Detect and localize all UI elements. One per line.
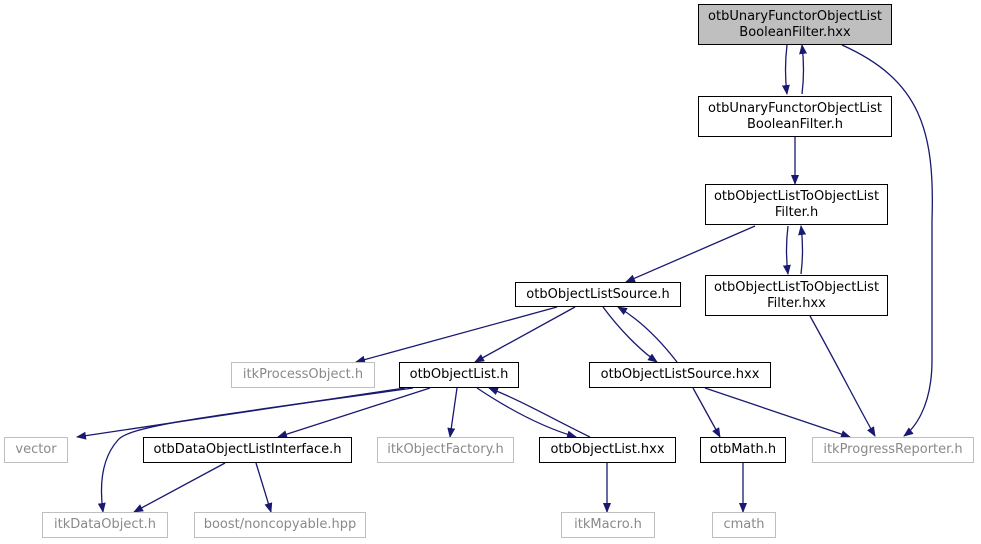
node-otb-math-h[interactable]: otbMath.h	[700, 437, 786, 463]
node-data-object-list-interface-h[interactable]: otbDataObjectListInterface.h	[143, 437, 352, 463]
node-unary-functor-boolean-filter-hxx[interactable]: otbUnaryFunctorObjectList BooleanFilter.…	[698, 4, 892, 45]
edge-l2l-hxx-to-progress	[809, 315, 876, 437]
node-cmath[interactable]: cmath	[712, 512, 776, 538]
edge-source-h-to-objlist-h	[474, 306, 576, 363]
edge-objlist-h-to-dataobj-iface	[277, 387, 431, 439]
node-unary-functor-boolean-filter-h[interactable]: otbUnaryFunctorObjectList BooleanFilter.…	[698, 96, 892, 137]
edge-l2l-h-to-source-h	[625, 225, 756, 283]
node-boost-noncopyable-hpp[interactable]: boost/noncopyable.hpp	[194, 512, 366, 538]
edge-source-h-to-source-hxx	[602, 306, 658, 363]
node-vector[interactable]: vector	[4, 437, 68, 463]
edge-dataobj-iface-to-data-object	[133, 462, 226, 513]
edge-source-hxx-to-source-h	[617, 306, 678, 363]
node-itk-data-object-h[interactable]: itkDataObject.h	[42, 512, 168, 538]
edge-objlist-h-to-obj-factory	[447, 387, 458, 438]
node-itk-macro-h[interactable]: itkMacro.h	[561, 512, 655, 538]
edge-objlist-h-to-data-object	[97, 387, 414, 513]
node-object-list-h[interactable]: otbObjectList.h	[399, 362, 519, 388]
edge-source-hxx-to-progress	[704, 387, 851, 438]
edge-objlist-hxx-to-objlist-h	[488, 387, 591, 438]
edge-source-hxx-to-otb-math	[692, 387, 721, 438]
edge-source-h-to-process-object	[355, 306, 558, 364]
edge-unary-hxx-to-progress	[841, 44, 933, 437]
node-itk-object-factory-h[interactable]: itkObjectFactory.h	[377, 437, 514, 463]
edge-l2l-hxx-to-l2l-h	[798, 225, 807, 275]
edge-dataobj-iface-to-noncopyable	[255, 462, 273, 513]
edge-unary-h-to-unary-hxx	[799, 44, 808, 95]
node-object-list-source-hxx[interactable]: otbObjectListSource.hxx	[589, 362, 771, 388]
edge-l2l-h-to-l2l-hxx	[782, 225, 791, 275]
edge-unary-hxx-to-unary-h	[781, 44, 790, 95]
node-object-list-to-object-list-filter-hxx[interactable]: otbObjectListToObjectList Filter.hxx	[705, 275, 888, 316]
node-itk-progress-reporter-h[interactable]: itkProgressReporter.h	[812, 437, 974, 463]
node-object-list-to-object-list-filter-h[interactable]: otbObjectListToObjectList Filter.h	[705, 184, 888, 225]
node-object-list-source-h[interactable]: otbObjectListSource.h	[515, 282, 681, 307]
edge-objlist-h-to-objlist-hxx	[476, 387, 577, 439]
node-object-list-hxx[interactable]: otbObjectList.hxx	[539, 437, 676, 463]
node-itk-process-object-h[interactable]: itkProcessObject.h	[231, 362, 375, 388]
